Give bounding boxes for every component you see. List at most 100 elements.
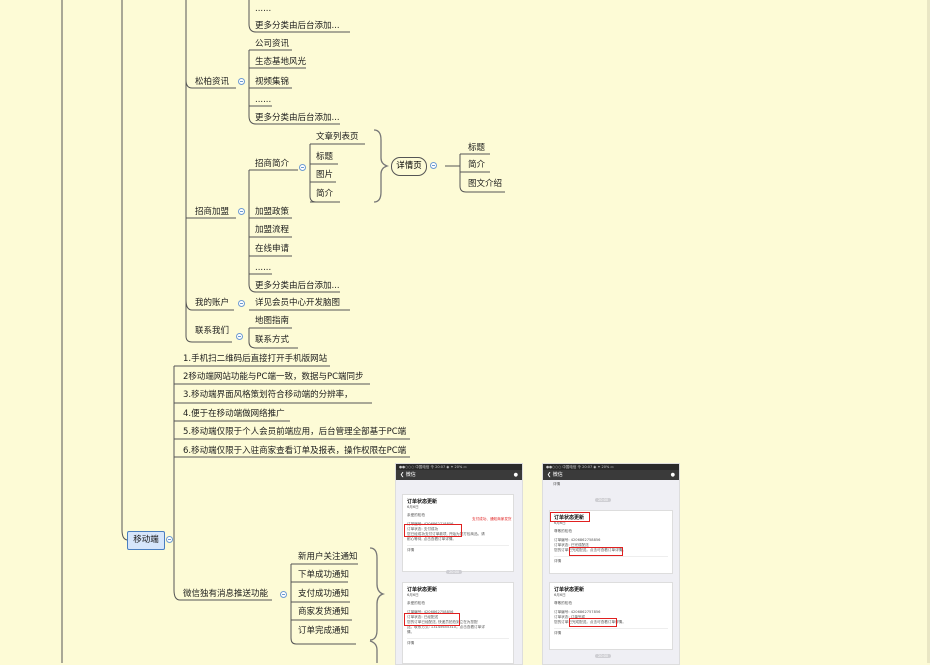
card-greeting: 亲爱的松柏 xyxy=(407,601,425,605)
contact-child-1[interactable]: 地图指南 xyxy=(255,316,290,326)
card-desc3: 情。 xyxy=(407,630,415,634)
intro-child-3[interactable]: 图片 xyxy=(316,170,334,180)
songbai-child-3[interactable]: 视频集锦 xyxy=(255,77,290,87)
highlight-box xyxy=(404,524,462,537)
time-pill: 20:00 xyxy=(595,654,612,658)
intro-child-2[interactable]: 标题 xyxy=(316,152,334,162)
mobile-note-4: 4.便于在移动端做网络推广 xyxy=(183,409,285,419)
phone-screenshot-left: ●●○○○ 中国电信 令 20:07 ◉ ✦ 20% ▭ ❮ 微信 ● 订单状态… xyxy=(395,463,523,665)
status-bar: ●●○○○ 中国电信 令 20:07 ◉ ✦ 20% ▭ xyxy=(396,464,522,470)
account-child[interactable]: 详见会员中心开发脑图 xyxy=(255,298,341,308)
wechat-child-1[interactable]: 新用户关注通知 xyxy=(298,552,358,562)
detail-child-3[interactable]: 图文介绍 xyxy=(468,179,503,189)
highlight-box xyxy=(569,618,617,627)
card-greeting: 尊敬的松柏 xyxy=(554,529,572,533)
card-order: 订单编号: 4206862758856 xyxy=(554,538,601,542)
songbai-collapse-icon[interactable] xyxy=(238,78,245,85)
top-detail: 详情 xyxy=(553,482,561,486)
songbai-child-5[interactable]: 更多分类由后台添加... xyxy=(255,113,340,123)
wechat-collapse-icon[interactable] xyxy=(280,591,287,598)
annotation-note: 支付成功、通知商家发货 xyxy=(472,517,512,521)
wechat-child-3[interactable]: 支付成功通知 xyxy=(298,589,350,599)
mobile-node[interactable]: 移动端 xyxy=(127,531,165,550)
mobile-note-5: 5.移动端仅限于个人会员前端应用，后台管理全部基于PC端 xyxy=(183,427,407,437)
highlight-box xyxy=(550,512,590,522)
order-card-1: 订单状态更新 6月6日 尊敬的松柏 订单编号: 4206862758856 订单… xyxy=(549,510,673,574)
card-detail-link: 详情 xyxy=(407,638,509,646)
partial-top-more: 更多分类由后台添加... xyxy=(255,21,340,31)
profile-icon: ● xyxy=(513,472,518,478)
wechat-child-5[interactable]: 订单完成通知 xyxy=(298,626,350,636)
card-date: 6月6日 xyxy=(407,593,419,597)
card-status: 订单状态: 订单完成 xyxy=(554,615,586,619)
mobile-note-1: 1.手机扫二维码后直接打开手机版网站 xyxy=(183,354,328,364)
mobile-collapse-icon[interactable] xyxy=(166,536,173,543)
intro-child-1[interactable]: 文章列表页 xyxy=(316,132,359,142)
card-order: 订单编号: 4206862758856 xyxy=(407,610,454,614)
card-greeting: 尊敬的松柏 xyxy=(554,601,572,605)
account-label[interactable]: 我的账户 xyxy=(195,298,230,308)
card-status: 订单状态: 已完成配送 xyxy=(554,543,589,547)
highlight-box xyxy=(404,613,460,626)
time-pill: 20:00 xyxy=(595,498,612,502)
wechat-child-2[interactable]: 下单成功通知 xyxy=(298,570,350,580)
wechat-label[interactable]: 微信独有消息推送功能 xyxy=(183,589,269,599)
zhaoshang-label[interactable]: 招商加盟 xyxy=(195,207,230,217)
zhaoshang-child-5[interactable]: 更多分类由后台添加... xyxy=(255,281,340,291)
mobile-note-2: 2移动端网站功能与PC端一致，数据与PC端同步 xyxy=(183,372,364,382)
card-desc2: 耐心等待, 点击查看订单详情。 xyxy=(407,537,457,541)
back-label: ❮ 微信 xyxy=(547,472,563,478)
card-desc: 您的订单已完成配送。点击可查看订单详情。 xyxy=(554,620,626,624)
card-status: 订单状态: 已经配送 xyxy=(407,615,439,619)
card-date: 6月6日 xyxy=(554,593,566,597)
account-collapse-icon[interactable] xyxy=(238,300,245,307)
card-title: 订单状态更新 xyxy=(554,587,585,593)
card-title: 订单状态更新 xyxy=(407,499,438,505)
contact-label[interactable]: 联系我们 xyxy=(195,326,230,336)
wechat-child-4[interactable]: 商家发货通知 xyxy=(298,607,350,617)
zhaoshang-child-1[interactable]: 加盟政策 xyxy=(255,207,290,217)
card-greeting: 亲爱的松柏 xyxy=(407,513,425,517)
card-detail-link: 详情 xyxy=(554,556,668,564)
intro-label[interactable]: 招商简介 xyxy=(255,159,290,169)
zhaoshang-child-3[interactable]: 在线申请 xyxy=(255,244,290,254)
detail-child-2[interactable]: 简介 xyxy=(468,160,486,170)
zhaoshang-child-2[interactable]: 加盟流程 xyxy=(255,225,290,235)
songbai-label[interactable]: 松柏资讯 xyxy=(195,77,230,87)
zhaoshang-collapse-icon[interactable] xyxy=(238,208,245,215)
phone-screenshot-right: ●●○○○ 中国电信 令 20:07 ◉ ✦ 20% ▭ ❮ 微信 ● 详情 2… xyxy=(542,463,680,665)
profile-icon: ● xyxy=(670,472,675,478)
highlight-box xyxy=(569,547,623,556)
status-bar: ●●○○○ 中国电信 令 20:07 ◉ ✦ 20% ▭ xyxy=(543,464,679,470)
wechat-back-bar: ❮ 微信 ● xyxy=(396,470,522,480)
songbai-child-2[interactable]: 生态基地风光 xyxy=(255,57,307,67)
order-card-1: 订单状态更新 6月6日 亲爱的松柏 订单编号: 4206862718856 订单… xyxy=(402,494,514,572)
card-detail-link: 详情 xyxy=(407,545,509,553)
card-date: 6月6日 xyxy=(554,521,566,525)
detail-child-1[interactable]: 标题 xyxy=(468,143,486,153)
card-title: 订单状态更新 xyxy=(407,587,438,593)
songbai-child-1[interactable]: 公司资讯 xyxy=(255,39,290,49)
wechat-back-bar: ❮ 微信 ● xyxy=(543,470,679,480)
songbai-child-4[interactable]: ...... xyxy=(255,95,272,105)
card-detail-link: 详情 xyxy=(554,628,668,636)
card-desc2: 送。联系方式: 13145655310。点击查看订单详 xyxy=(407,625,485,629)
mobile-note-3: 3.移动端界面风格策划符合移动端的分辨率， xyxy=(183,390,353,400)
card-desc1: 您的订单已经配送, 快递员拍拍到立在为您配 xyxy=(407,620,478,624)
partial-top-ellipsis: ...... xyxy=(255,4,272,14)
contact-child-2[interactable]: 联系方式 xyxy=(255,335,290,345)
card-date: 6月6日 xyxy=(407,505,419,509)
detail-collapse-icon[interactable] xyxy=(430,162,437,169)
contact-collapse-icon[interactable] xyxy=(236,333,243,340)
order-card-2: 订单状态更新 6月6日 尊敬的松柏 订单编号: 4206862757856 订单… xyxy=(549,582,673,650)
intro-child-4[interactable]: 简介 xyxy=(316,189,334,199)
zhaoshang-child-4[interactable]: ...... xyxy=(255,263,272,273)
scroll-edge xyxy=(927,0,930,663)
detail-page-node[interactable]: 详情页 xyxy=(391,157,427,176)
mobile-note-6: 6.移动端仅限于入驻商家查看订单及报表，操作权限在PC端 xyxy=(183,446,407,456)
card-status: 订单状态: 支付成功 xyxy=(407,527,439,531)
intro-collapse-icon[interactable] xyxy=(299,164,306,171)
card-desc1: 您已经成功支付订单款项, 开始为您打包商品。请 xyxy=(407,532,485,536)
